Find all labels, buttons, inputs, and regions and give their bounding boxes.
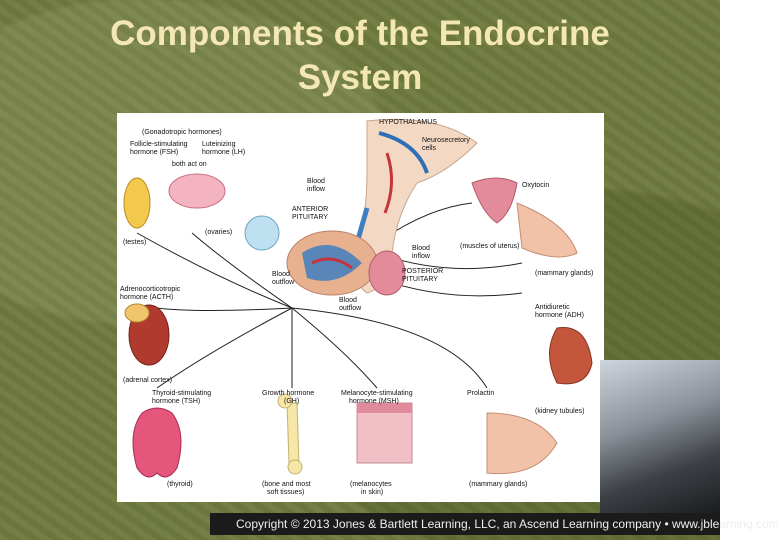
label-bone-1: (bone and most bbox=[262, 481, 311, 488]
label-oxytocin: Oxytocin bbox=[522, 182, 549, 189]
mammary-organ-upper bbox=[516, 202, 578, 258]
arrow-to-ovaries bbox=[191, 232, 293, 309]
label-msh-1: Melanocyte-stimulating bbox=[341, 390, 413, 397]
label-adh-1: Antidiuretic bbox=[535, 304, 570, 311]
label-lh-2: hormone (LH) bbox=[202, 149, 245, 156]
label-neurosecretory-2: cells bbox=[422, 145, 437, 152]
title-line-2: System bbox=[297, 58, 423, 97]
inset-photo bbox=[600, 360, 720, 513]
diagram-labels: HYPOTHALAMUS (Gonadotropic hormones) Fol… bbox=[120, 119, 593, 496]
copyright-footer: Copyright © 2013 Jones & Bartlett Learni… bbox=[210, 513, 779, 535]
label-anterior-1: ANTERIOR bbox=[292, 206, 328, 213]
label-hypothalamus: HYPOTHALAMUS bbox=[379, 119, 437, 126]
target-organs bbox=[123, 173, 593, 478]
label-blood-inflow-1a: Blood bbox=[307, 178, 325, 185]
label-fsh-2: hormone (FSH) bbox=[130, 149, 178, 156]
label-gh-2: (GH) bbox=[284, 398, 299, 405]
label-tsh-1: Thyroid-stimulating bbox=[152, 390, 211, 397]
label-msh-2: hormone (MSH) bbox=[349, 398, 399, 405]
label-kidney: (kidney tubules) bbox=[535, 408, 584, 415]
label-melanocytes-2: in skin) bbox=[361, 489, 383, 496]
label-lh-1: Luteinizing bbox=[202, 141, 236, 148]
slide-title: Components of the Endocrine System bbox=[40, 12, 680, 100]
label-blood-outflow-2a: Blood bbox=[339, 297, 357, 304]
ovaries-organ bbox=[168, 173, 226, 209]
label-bone-2: soft tissues) bbox=[267, 489, 304, 496]
label-muscles-uterus: (muscles of uterus) bbox=[460, 243, 520, 250]
label-gonadotropic: (Gonadotropic hormones) bbox=[142, 129, 222, 136]
label-blood-outflow-1b: outflow bbox=[272, 279, 295, 286]
label-adh-2: hormone (ADH) bbox=[535, 312, 584, 319]
adrenal-gland bbox=[124, 303, 150, 323]
label-neurosecretory-1: Neurosecretory bbox=[422, 137, 470, 144]
pituitary-illustration bbox=[244, 118, 478, 296]
label-both-act-on: both act on bbox=[172, 161, 207, 168]
hormone-arrows bbox=[136, 202, 523, 389]
label-blood-inflow-2b: inflow bbox=[412, 253, 431, 260]
arrow-to-mammary-lower bbox=[291, 307, 488, 389]
arrow-to-thyroid bbox=[156, 307, 293, 389]
label-fsh-1: Follicle-stimulating bbox=[130, 141, 188, 148]
label-anterior-2: PITUITARY bbox=[292, 214, 328, 221]
label-gh-1: Growth hormone bbox=[262, 390, 314, 397]
label-melanocytes-1: (melanocytes bbox=[350, 481, 392, 488]
testes-organ bbox=[123, 177, 151, 229]
arrow-to-testes bbox=[136, 232, 293, 309]
label-posterior-1: POSTERIOR bbox=[402, 268, 443, 275]
label-blood-outflow-2b: outflow bbox=[339, 305, 362, 312]
label-mammary-1: (mammary glands) bbox=[535, 270, 593, 277]
label-adrenal: (adrenal cortex) bbox=[123, 377, 172, 384]
label-ovaries: (ovaries) bbox=[205, 229, 232, 236]
label-acth-2: hormone (ACTH) bbox=[120, 294, 173, 301]
endocrine-diagram: HYPOTHALAMUS (Gonadotropic hormones) Fol… bbox=[117, 113, 604, 502]
label-posterior-2: PITUITARY bbox=[402, 276, 438, 283]
thyroid-organ bbox=[132, 407, 182, 478]
arrow-to-adrenal bbox=[156, 307, 293, 311]
label-thyroid: (thyroid) bbox=[167, 481, 193, 488]
kidney-organ bbox=[549, 326, 593, 385]
label-blood-inflow-2a: Blood bbox=[412, 245, 430, 252]
uterus-organ bbox=[471, 177, 518, 224]
label-testes: (testes) bbox=[123, 239, 146, 246]
label-mammary-2: (mammary glands) bbox=[469, 481, 527, 488]
mammary-organ-lower bbox=[486, 412, 558, 475]
bone-organ bbox=[286, 402, 300, 464]
label-tsh-2: hormone (TSH) bbox=[152, 398, 200, 405]
label-blood-inflow-1b: inflow bbox=[307, 186, 326, 193]
label-prolactin: Prolactin bbox=[467, 390, 494, 397]
title-line-1: Components of the Endocrine bbox=[110, 14, 610, 53]
label-acth-1: Adrenocorticotropic bbox=[120, 286, 181, 293]
diagram-svg: HYPOTHALAMUS (Gonadotropic hormones) Fol… bbox=[120, 118, 593, 496]
label-blood-outflow-1a: Blood bbox=[272, 271, 290, 278]
arrow-to-skin bbox=[291, 307, 378, 389]
